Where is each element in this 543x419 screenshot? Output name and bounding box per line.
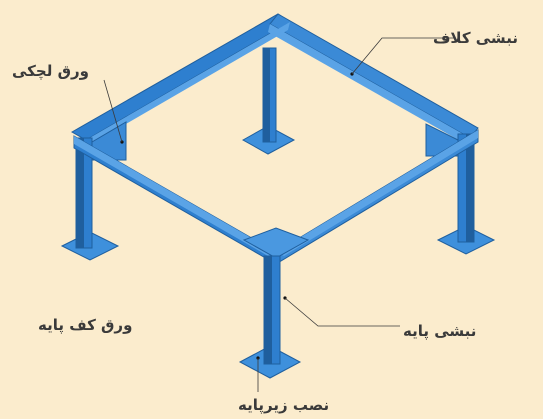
leg-right-flange (466, 134, 474, 242)
label-gusset-plate: ورق لچکی (12, 62, 89, 80)
frame-beam-back-left-flange (86, 22, 290, 146)
gusset-plate-front (242, 227, 310, 259)
label-frame-angle: نبشی کلاف (433, 29, 518, 47)
leg-left-flange (76, 138, 84, 248)
frame-beam-back-right-flange (268, 24, 470, 142)
frame-beam-front-left-top (74, 136, 276, 256)
frame-beam-back-left (70, 13, 291, 141)
leg-front-flange (264, 256, 272, 364)
leader-gusset-plate (103, 79, 123, 143)
label-under-leg-install: نصب زیرپایه (238, 396, 330, 414)
leader-leg-angle (284, 297, 400, 327)
label-leg-angle: نبشی پایه (403, 322, 477, 340)
frame-beam-front-right-top (276, 130, 478, 256)
label-base-plate: ورق کف پایه (38, 316, 133, 334)
leader-frame-angle (351, 37, 455, 75)
leg-back-flange (263, 48, 270, 142)
